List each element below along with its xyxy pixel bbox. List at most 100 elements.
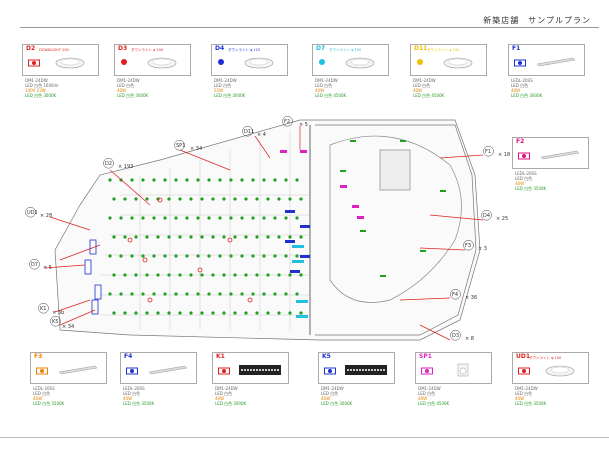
plan-callout-label: × 34: [190, 146, 202, 152]
downlight-symbol: [185, 178, 189, 182]
downlight-symbol: [112, 197, 116, 201]
fixture-code: SP1: [419, 353, 432, 360]
downlight-symbol: [229, 292, 233, 296]
spec-line: LED 白色: [214, 83, 232, 88]
spec-line: LED 白色: [515, 176, 533, 181]
downlight-symbol: [123, 311, 127, 315]
fixture-caption: ダウンライト φ 150: [427, 48, 460, 52]
plan-callout-label: F1: [485, 149, 491, 155]
downlight-symbol: [108, 178, 112, 182]
fixture-dot-icon: [417, 59, 423, 65]
spec-line: LED 白色 3000K: [215, 401, 247, 406]
spec-line: 40W: [215, 396, 225, 401]
plan-callout-label: SP1: [176, 143, 185, 149]
downlight-symbol: [119, 254, 123, 258]
downlight-symbol: [240, 292, 244, 296]
downlight-symbol: [200, 235, 204, 239]
callout-circle: [25, 206, 36, 218]
plan-callout-label: K1: [40, 306, 46, 312]
fixture-symbol-icon: [514, 59, 526, 67]
downlight-symbol: [218, 216, 222, 220]
callout-circle: [38, 302, 49, 314]
fixture-code: D7: [316, 45, 326, 52]
spec-line: 52W: [214, 88, 224, 93]
spec-line: DM1-24DW: [315, 78, 338, 83]
downlight-symbol: [141, 292, 145, 296]
fixture-symbol-icon: [218, 367, 230, 375]
downlight-symbol: [174, 216, 178, 220]
downlight-symbol: [295, 254, 299, 258]
fixture-code: F3: [34, 353, 43, 360]
fixture-code: F4: [124, 353, 133, 360]
downlight-symbol: [288, 273, 292, 277]
downlight-symbol: [240, 254, 244, 258]
downlight-symbol: [299, 235, 303, 239]
page-title: 新築店舗 サンプルプラン: [483, 16, 591, 25]
fixture-code: K1: [216, 353, 225, 360]
downlight-symbol: [167, 235, 171, 239]
callout-leader: [179, 149, 231, 171]
downlight-symbol: [145, 311, 149, 315]
spec-line: 40W: [515, 396, 525, 401]
downlight-symbol: [108, 216, 112, 220]
fixture-f1-symbol: [285, 210, 295, 213]
callout-circle: [481, 209, 492, 221]
downlight-symbol: [288, 197, 292, 201]
downlight-symbol: [123, 197, 127, 201]
downlight-symbol: [262, 178, 266, 182]
plan-callout-label: D3: [452, 333, 459, 339]
downlight-symbol: [141, 216, 145, 220]
spec-frame: F3: [30, 352, 107, 384]
downlight-symbol: [266, 235, 270, 239]
plan-callout-label: × 4: [257, 132, 266, 138]
callout-circle: [103, 157, 114, 169]
callout-leader: [429, 214, 484, 221]
downlight-symbol: [295, 292, 299, 296]
fixture-f3-symbol: [400, 140, 406, 142]
downlight-symbol: [277, 273, 281, 277]
fixture-f4-symbol: [292, 245, 304, 248]
downlight-symbol: [273, 254, 277, 258]
downlight-symbol: [108, 292, 112, 296]
spec-frame: UD1 ダウンライト φ 150: [512, 352, 589, 384]
spec-line: LED 白色 3000K: [214, 93, 246, 98]
downlight-symbol: [244, 311, 248, 315]
fixture-caption: ダウンライト φ 150: [329, 48, 362, 52]
spec-line: LED 白色 4500K: [418, 401, 450, 406]
downlight-symbol: [207, 254, 211, 258]
downlight-symbol: [174, 178, 178, 182]
spec-line: LED 白色: [33, 391, 51, 396]
downlight-symbol: [211, 197, 215, 201]
callout-leader: [419, 247, 466, 251]
callout-leader: [109, 169, 151, 206]
plan-callout-label: × 5: [43, 265, 52, 271]
downlight-symbol: [273, 292, 277, 296]
spec-line: LED 白色: [117, 83, 135, 88]
downlight-symbol: [266, 197, 270, 201]
downlight-symbol: [156, 235, 160, 239]
fixture-f3-symbol: [440, 190, 446, 192]
downlight-symbol: [251, 216, 255, 220]
downlight-symbol: [251, 178, 255, 182]
spec-line: LED 白色 3500K: [33, 401, 65, 406]
callout-circle: [242, 125, 253, 137]
downlight-symbol: [178, 235, 182, 239]
downlight-symbol: [134, 273, 138, 277]
downlight-symbol: [145, 197, 149, 201]
downlight-symbol: [178, 273, 182, 277]
downlight-symbol: [295, 216, 299, 220]
callout-leader: [59, 309, 96, 326]
spec-line: LED 白色: [418, 391, 436, 396]
plan-callout-label: × 28: [40, 213, 52, 219]
downlight-symbol: [189, 235, 193, 239]
fixture-dot-icon: [218, 59, 224, 65]
plan-callout-label: × 34: [62, 324, 74, 330]
